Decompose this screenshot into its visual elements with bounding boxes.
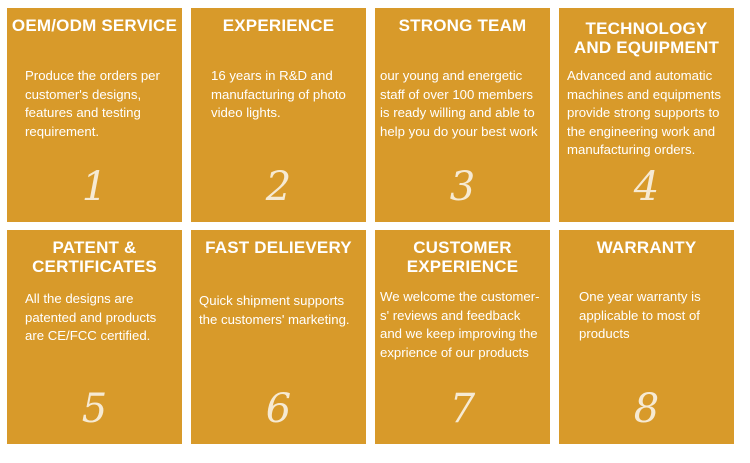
card-title: PATENT & CERTIFICATES [32, 238, 157, 276]
card-description: our young and energetic staff of over 10… [380, 68, 538, 139]
card-number: 6 [265, 386, 292, 432]
card-title: FAST DELIEVERY [205, 238, 352, 257]
card-description: We welcome the customer- s' reviews and … [380, 289, 540, 360]
card-oem-odm-service: OEM/ODM SERVICE Produce the orders per c… [7, 8, 182, 222]
card-strong-team: STRONG TEAM our young and energetic staf… [375, 8, 550, 222]
card-number: 2 [265, 164, 292, 210]
card-title: WARRANTY [596, 238, 697, 257]
card-description: Produce the orders per customer's design… [25, 68, 160, 139]
card-number: 8 [633, 386, 660, 432]
card-number: 4 [633, 164, 660, 210]
card-title: TECHNOLOGY AND EQUIPMENT [573, 19, 720, 57]
card-title: CUSTOMER EXPERIENCE [406, 238, 519, 276]
card-title: OEM/ODM SERVICE [11, 16, 178, 35]
card-warranty: WARRANTY One year warranty is applicable… [559, 230, 734, 444]
card-technology-and-equipment: TECHNOLOGY AND EQUIPMENT Advanced and au… [559, 8, 734, 222]
card-description: 16 years in R&D and manufacturing of pho… [211, 68, 346, 120]
card-description: One year warranty is applicable to most … [579, 289, 701, 341]
card-number: 7 [449, 386, 476, 432]
card-description: Advanced and automatic machines and equi… [567, 68, 721, 157]
card-patent-certificates: PATENT & CERTIFICATES All the designs ar… [7, 230, 182, 444]
feature-grid: OEM/ODM SERVICE Produce the orders per c… [7, 8, 734, 444]
card-description: Quick shipment supports the customers' m… [199, 293, 350, 327]
card-title: STRONG TEAM [398, 16, 527, 35]
card-number: 3 [449, 164, 476, 210]
card-customer-experience: CUSTOMER EXPERIENCE We welcome the custo… [375, 230, 550, 444]
card-description: All the designs are patented and product… [25, 291, 157, 343]
card-number: 1 [81, 164, 108, 210]
card-fast-delievery: FAST DELIEVERY Quick shipment supports t… [191, 230, 366, 444]
card-experience: EXPERIENCE 16 years in R&D and manufactu… [191, 8, 366, 222]
card-number: 5 [81, 386, 108, 432]
card-title: EXPERIENCE [222, 16, 335, 35]
